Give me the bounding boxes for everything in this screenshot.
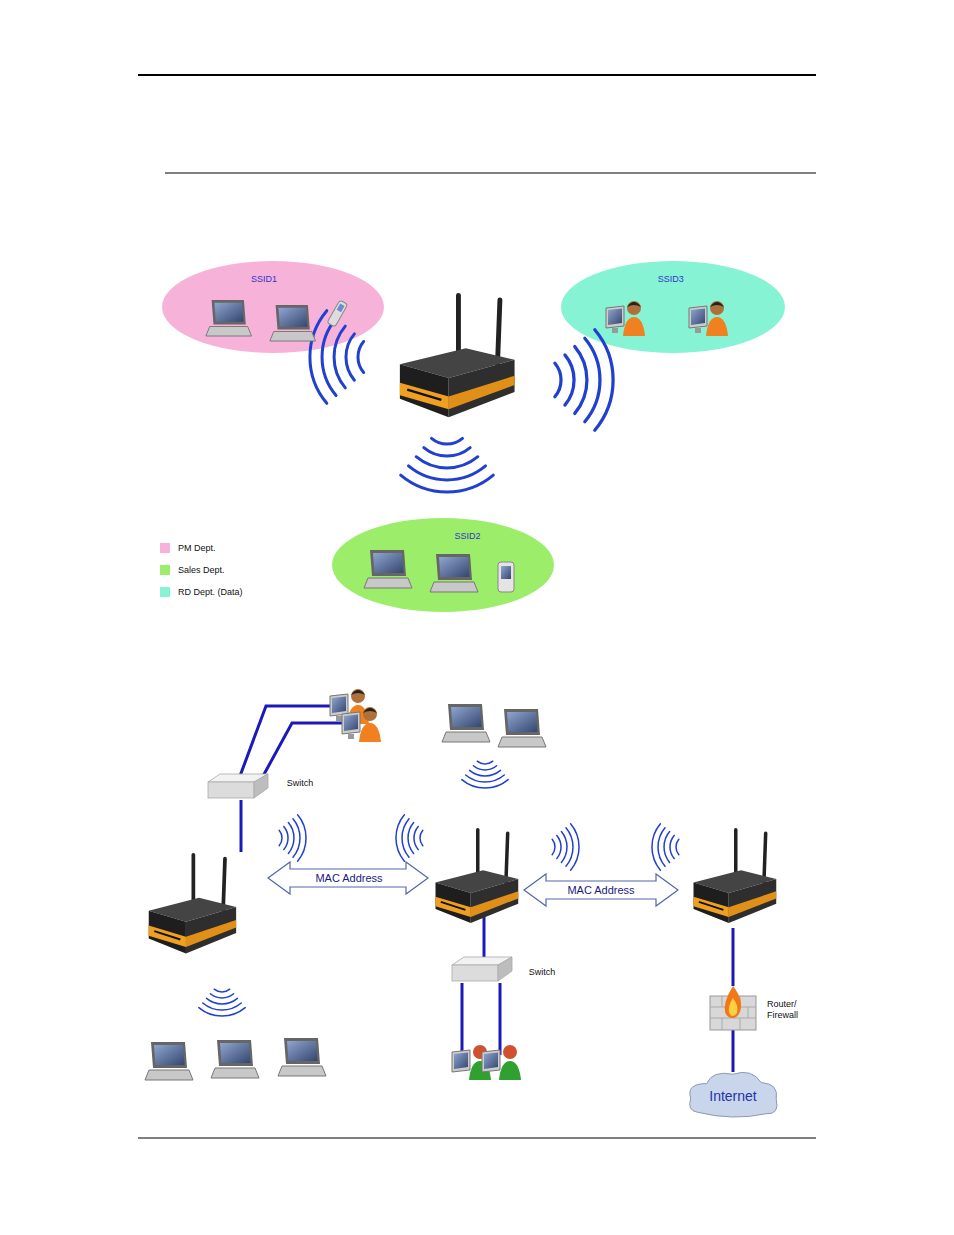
ssid-ellipse: SSID2 bbox=[331, 517, 555, 613]
ssid-label: SSID1 bbox=[251, 274, 277, 284]
ellipse-outline bbox=[331, 517, 555, 613]
ssid-ellipse: SSID1 bbox=[161, 260, 385, 354]
legend-swatch bbox=[160, 565, 170, 575]
cloud-label: Internet bbox=[709, 1088, 756, 1104]
link-label: MAC Address bbox=[565, 884, 636, 896]
device-label: Router/ Firewall bbox=[767, 999, 807, 1021]
link-label: MAC Address bbox=[313, 872, 384, 884]
legend-swatch bbox=[160, 587, 170, 597]
legend-text: PM Dept. bbox=[178, 543, 216, 553]
switch-label: Switch bbox=[287, 778, 314, 788]
ssid-label: SSID2 bbox=[455, 531, 481, 541]
ssid-ellipse: SSID3 bbox=[560, 260, 786, 354]
switch-label: Switch bbox=[529, 967, 556, 977]
legend-text: RD Dept. (Data) bbox=[178, 587, 243, 597]
ssid-label: SSID3 bbox=[658, 274, 684, 284]
cloud-node: Internet bbox=[686, 1068, 780, 1120]
legend-swatch bbox=[160, 543, 170, 553]
legend-text: Sales Dept. bbox=[178, 565, 225, 575]
